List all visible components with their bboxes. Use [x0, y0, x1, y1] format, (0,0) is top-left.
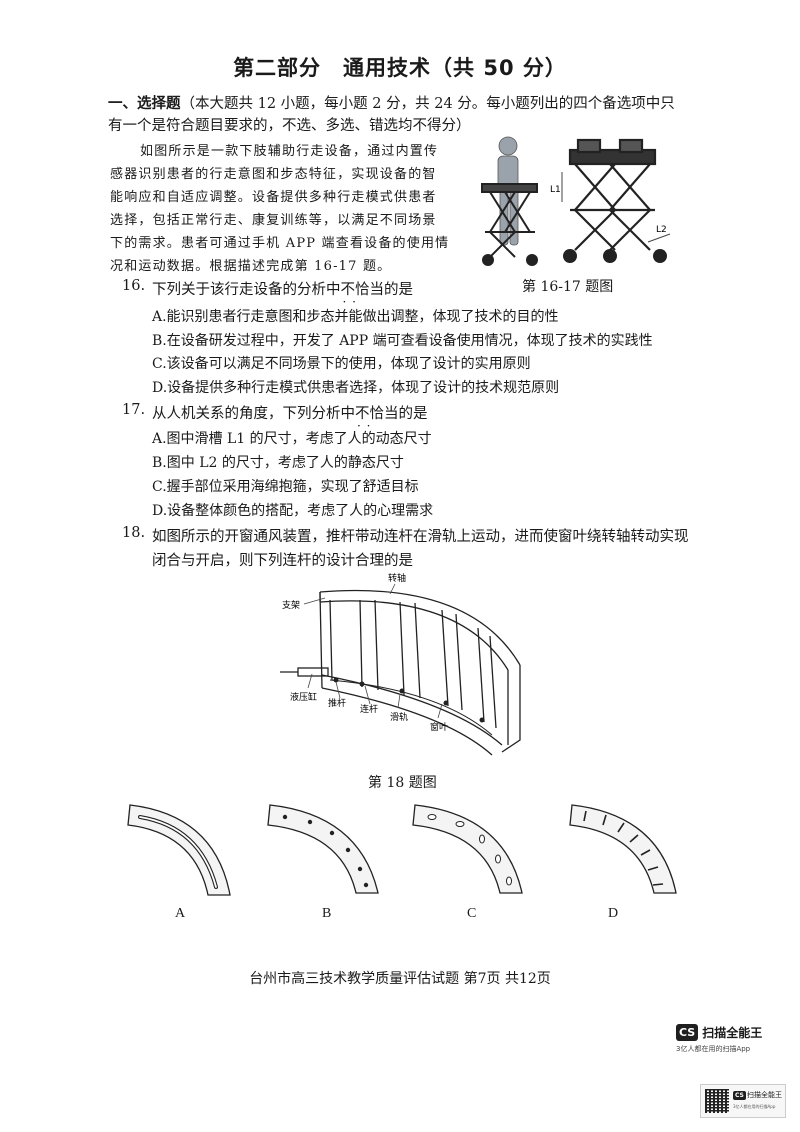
choice-a-label: A [175, 906, 186, 921]
option-16-c: C.该设备可以满足不同场景下的使用，体现了设计的实用原则 [152, 356, 531, 372]
figure-caption-16-17: 第 16-17 题图 [522, 279, 614, 295]
scanner-watermark: CS 扫描全能王 3亿人都在用的扫描App [676, 1024, 786, 1054]
option-17-c: C.握手部位采用海绵抱箍，实现了舒适目标 [152, 479, 419, 495]
walking-device-figure: L1 L2 [481, 136, 671, 266]
page-footer: 台州市高三技术教学质量评估试题 第7页 共12页 [249, 971, 551, 987]
page-title: 第二部分 通用技术（共 50 分） [233, 56, 567, 80]
question-17-number: 17. [122, 402, 146, 418]
label-axis: 转轴 [388, 572, 406, 584]
label-l1: L1 [550, 185, 561, 195]
choice-b-link [267, 804, 379, 894]
emphasis-not-appropriate: 不恰当 [341, 282, 385, 298]
passage-line: 感器识别患者的行走意图和步态特征，实现设备的智 [110, 167, 437, 182]
label-l2: L2 [656, 225, 667, 235]
cs-logo-icon: CS [676, 1024, 699, 1041]
label-cylinder: 液压缸 [290, 691, 317, 703]
passage-line: 况和运动数据。根据描述完成第 16-17 题。 [110, 259, 392, 274]
section-intro: 一、选择题（本大题共 12 小题，每小题 2 分，共 24 分。每小题列出的四个… [108, 92, 675, 113]
scanner-brand-small: 扫描全能王 [747, 1091, 782, 1099]
question-17-stem: 从人机关系的角度，下列分析中不恰当的是 [152, 402, 428, 423]
question-18-stem-1: 如图所示的开窗通风装置，推杆带动连杆在滑轨上运动，进而使窗叶绕转轴转动实现 [152, 529, 689, 545]
option-16-b: B.在设备研发过程中，开发了 APP 端可查看设备使用情况，体现了技术的实践性 [152, 333, 653, 349]
passage-line: 下的需求。患者可通过手机 APP 端查看设备的使用情 [110, 236, 450, 251]
question-16-number: 16. [122, 278, 146, 294]
label-blade: 窗叶 [430, 721, 448, 733]
label-rail: 滑轨 [390, 711, 408, 723]
scanner-tagline-small: 3亿人都在用的扫描App [733, 1104, 776, 1109]
option-17-d: D.设备整体颜色的搭配，考虑了人的心理需求 [152, 503, 434, 519]
cs-logo-small-icon: CS [733, 1091, 746, 1100]
question-18-number: 18. [122, 525, 146, 541]
passage-line: 选择，包括正常行走、康复训练等，以满足不同场景 [110, 213, 437, 228]
choice-b-label: B [322, 906, 332, 921]
section-label: 一、选择题 [108, 96, 181, 112]
figure-caption-18: 第 18 题图 [368, 775, 437, 791]
option-17-a: A.图中滑槽 L1 的尺寸，考虑了人的动态尺寸 [152, 431, 432, 447]
link-choices-figure [127, 804, 677, 896]
window-device-figure: 转轴 支架 液压缸 推杆 连杆 滑轨 窗叶 [280, 572, 521, 756]
choice-c-link [412, 804, 523, 894]
qr-code-icon [705, 1089, 729, 1113]
choice-c-label: C [467, 906, 477, 921]
choice-d-label: D [608, 906, 619, 921]
label-pushrod: 推杆 [328, 697, 346, 709]
choice-a-link [127, 804, 231, 896]
scanner-tagline: 3亿人都在用的扫描App [676, 1045, 751, 1053]
question-18-stem-2: 闭合与开启，则下列连杆的设计合理的是 [152, 553, 413, 569]
choice-d-link [569, 804, 677, 894]
scanner-brand: 扫描全能王 [702, 1026, 763, 1040]
option-16-d: D.设备提供多种行走模式供患者选择，体现了设计的技术规范原则 [152, 380, 560, 396]
label-frame: 支架 [282, 599, 300, 611]
option-16-a: A.能识别患者行走意图和步态并能做出调整，体现了技术的目的性 [152, 309, 559, 325]
section-intro-text-2: 有一个是符合题目要求的，不选、多选、错选均不得分） [108, 118, 471, 134]
option-17-b: B.图中 L2 的尺寸，考虑了人的静态尺寸 [152, 455, 404, 471]
question-16-stem: 下列关于该行走设备的分析中不恰当的是 [152, 278, 413, 299]
scanner-badge: CS 扫描全能王 3亿人都在用的扫描App [700, 1084, 786, 1118]
emphasis-not-appropriate: 不恰当 [355, 406, 399, 422]
section-intro-text-1: （本大题共 12 小题，每小题 2 分，共 24 分。每小题列出的四个备选项中只 [180, 96, 675, 112]
passage-line: 如图所示是一款下肢辅助行走设备，通过内置传 [140, 144, 439, 159]
passage-line: 能响应和自适应调整。设备提供多种行走模式供患者 [110, 190, 437, 205]
label-link: 连杆 [360, 703, 378, 715]
